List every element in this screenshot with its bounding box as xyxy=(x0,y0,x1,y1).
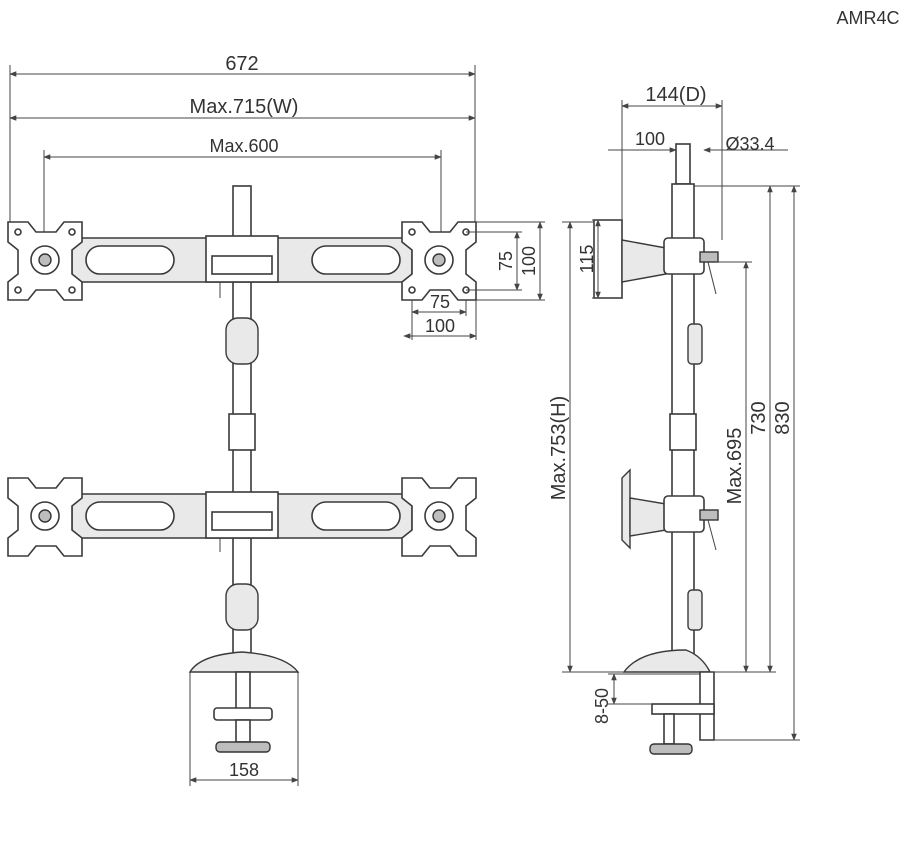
height-830-label: 830 xyxy=(772,401,794,434)
dimension-depth: 144(D) 100 Ø33.4 xyxy=(608,84,788,240)
depth-label: 144(D) xyxy=(645,84,706,106)
max-600-label: Max.600 xyxy=(209,136,278,156)
max-695-label: Max.695 xyxy=(724,428,746,505)
vesa-plate-top-left xyxy=(7,221,83,301)
offset-100-label: 100 xyxy=(635,129,665,149)
dimension-max-600: Max.600 xyxy=(43,136,442,260)
dimension-max-695: Max.695 xyxy=(710,261,752,673)
vesa-100-horizontal-label: 100 xyxy=(425,316,455,336)
max-height-label: Max.753(H) xyxy=(548,396,570,500)
dimension-clamp-range: 8-50 xyxy=(592,673,700,724)
bottom-tilt-head xyxy=(621,468,719,551)
dimension-plate-height: 115 xyxy=(577,219,622,299)
base-width-label: 158 xyxy=(229,760,259,780)
vesa-dimensions: 75 100 75 100 xyxy=(403,221,545,340)
clamp-range-label: 8-50 xyxy=(592,688,612,724)
max-width-label: Max.715(W) xyxy=(190,96,299,118)
vesa-plate-bottom-right xyxy=(401,477,477,557)
model-label: AMR4C xyxy=(836,8,899,28)
height-730-label: 730 xyxy=(748,401,770,434)
dimension-max-height: Max.753(H) xyxy=(548,221,624,673)
front-view: 672 Max.715(W) Max.600 xyxy=(7,53,545,786)
side-pole xyxy=(669,143,703,665)
vesa-75-vertical-label: 75 xyxy=(496,251,516,271)
plate-height-label: 115 xyxy=(577,245,597,274)
vesa-plate-top-right xyxy=(401,221,477,301)
dimension-672: 672 xyxy=(9,53,476,240)
dimension-730: 730 xyxy=(694,185,776,673)
top-tilt-head xyxy=(593,219,719,299)
bottom-arm xyxy=(71,491,413,552)
side-view: AMR4C 144(D) 100 Ø33.4 xyxy=(548,8,900,755)
width-672-label: 672 xyxy=(225,53,258,75)
desk-clamp-front: 158 xyxy=(188,651,300,786)
vesa-75-horizontal-label: 75 xyxy=(430,292,450,312)
vesa-100-vertical-label: 100 xyxy=(519,246,539,276)
center-pole xyxy=(225,185,259,661)
desk-clamp-side xyxy=(622,649,715,755)
dimension-max-width: Max.715(W) xyxy=(9,96,476,121)
top-arm xyxy=(71,235,413,298)
pole-diameter-label: Ø33.4 xyxy=(725,134,774,154)
dimension-830: 830 xyxy=(694,185,800,741)
vesa-plate-bottom-left xyxy=(7,477,83,557)
